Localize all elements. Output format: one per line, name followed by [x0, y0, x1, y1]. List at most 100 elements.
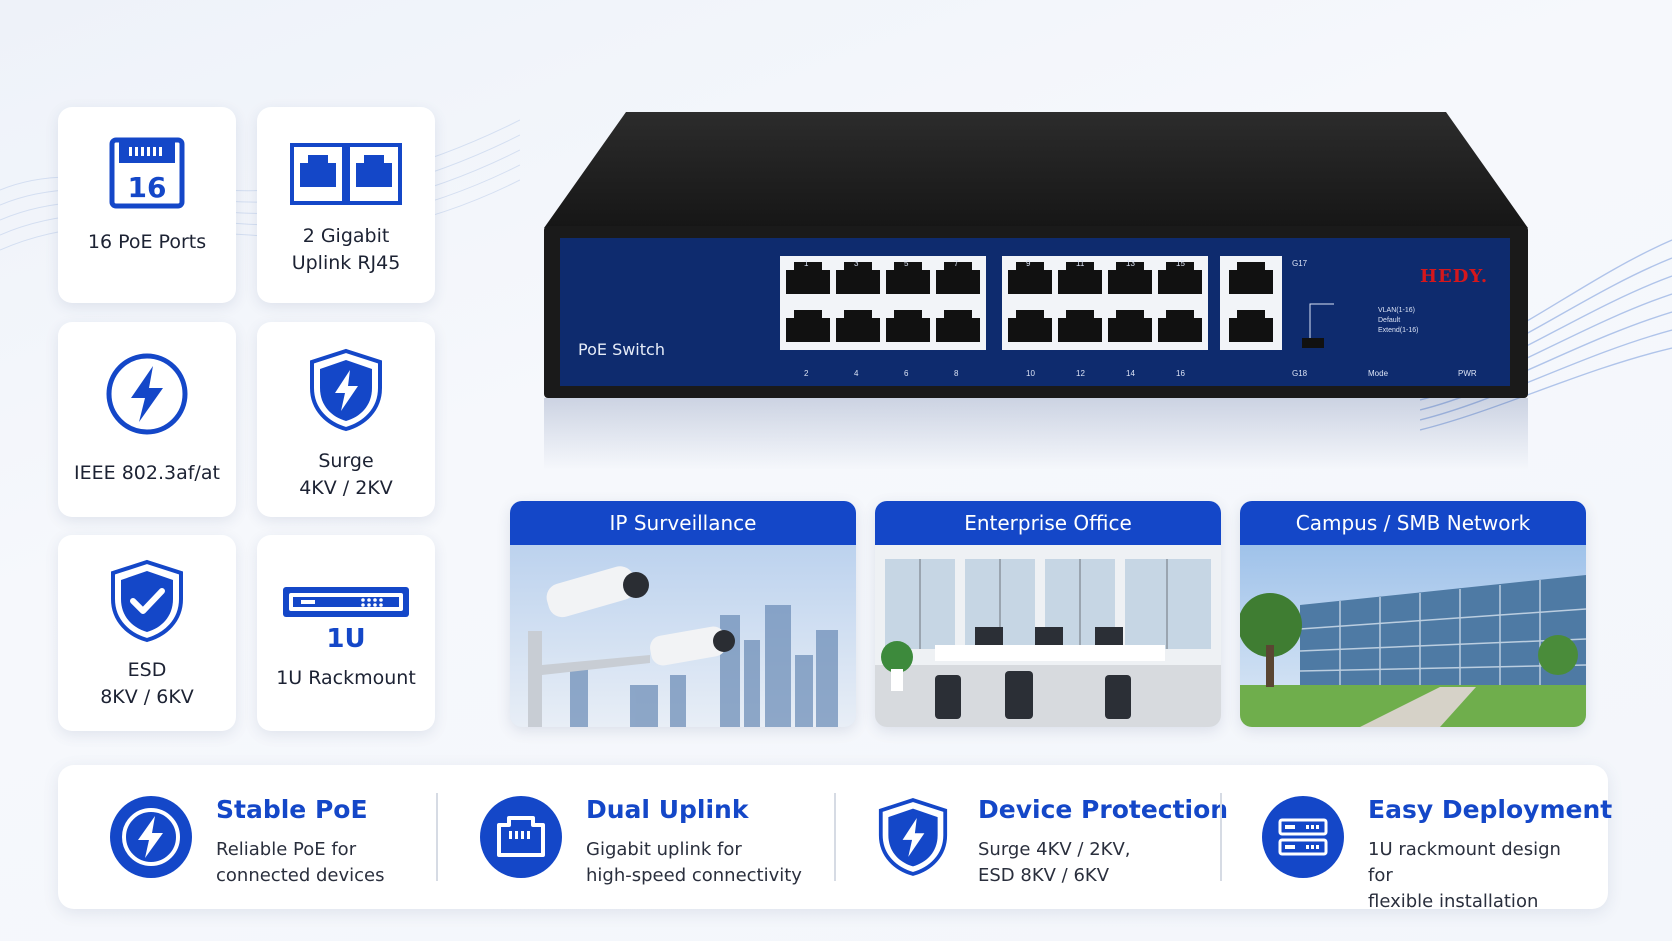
lightning-circle-icon	[106, 353, 188, 435]
port-numbers-bottom: 2 4 6 8 10 12 14 16	[540, 369, 1532, 381]
divider	[834, 793, 836, 881]
application-card-campus: Campus / SMB Network	[1240, 501, 1586, 727]
rj45-port	[1008, 262, 1052, 294]
port-number: 8	[954, 369, 959, 378]
rj45-port	[1158, 262, 1202, 294]
port-number: 10	[1026, 369, 1035, 378]
rj45-port-icon: 16	[109, 137, 185, 209]
application-card-office: Enterprise Office	[875, 501, 1221, 727]
open-office-photo	[875, 545, 1221, 727]
tile-esd: ESD 8KV / 6KV	[58, 535, 236, 731]
mode-option: Extend(1-16)	[1378, 327, 1419, 334]
rj45-port	[1058, 262, 1102, 294]
port-number: 12	[1076, 369, 1085, 378]
rj45-port	[886, 262, 930, 294]
port-block	[780, 256, 1334, 350]
port-number: 11	[1076, 259, 1085, 268]
shield-check-icon	[111, 559, 183, 643]
feature-title: Dual Uplink	[586, 795, 749, 824]
port-number: 2	[804, 369, 809, 378]
application-title: Campus / SMB Network	[1240, 501, 1586, 545]
feature-icon-badge	[480, 796, 562, 878]
mode-button[interactable]	[1302, 338, 1324, 348]
tile-gigabit-uplink: 2 Gigabit Uplink RJ45	[257, 107, 435, 303]
feature-icon-badge	[872, 796, 954, 878]
divider	[436, 793, 438, 881]
uplink-port	[1229, 310, 1273, 342]
tile-poe-ports: 16 16 PoE Ports	[58, 107, 236, 303]
rj45-port	[1058, 310, 1102, 342]
feature-title: Easy Deployment	[1368, 795, 1613, 824]
dual-rj45-icon	[290, 143, 402, 205]
mode-options: VLAN(1-16) Default Extend(1-16)	[1378, 306, 1418, 336]
port-number: 9	[1026, 259, 1031, 268]
uplink-label-bottom: G18	[1292, 369, 1308, 378]
port-number: 4	[854, 369, 859, 378]
tile-label: 16 PoE Ports	[87, 231, 207, 253]
rj45-port	[1158, 310, 1202, 342]
tile-label: Surge 4KV / 2KV	[299, 450, 393, 499]
uplink-port	[1229, 262, 1273, 294]
switch-illustration	[544, 112, 1528, 470]
tile-label: ESD 8KV / 6KV	[100, 659, 194, 708]
port-number: 7	[954, 259, 959, 268]
rack-server-icon	[1278, 818, 1328, 856]
shield-lightning-icon	[310, 348, 382, 432]
tile-label: 1U Rackmount	[276, 667, 416, 689]
application-title: Enterprise Office	[875, 501, 1221, 545]
feature-title: Device Protection	[978, 795, 1229, 824]
port-number: 14	[1126, 369, 1135, 378]
tile-rackmount: 1U 1U Rackmount	[257, 535, 435, 731]
divider	[1220, 793, 1222, 881]
feature-icon-badge	[110, 796, 192, 878]
feature-icon-badge	[1262, 796, 1344, 878]
mode-button-label: Mode	[1368, 369, 1389, 378]
brand-logo: HEDY.	[1420, 266, 1489, 287]
power-led-label: PWR	[1458, 369, 1477, 378]
port-number: 1	[804, 259, 809, 268]
port-number: 3	[854, 259, 859, 268]
rack-unit-badge: 1U	[326, 624, 365, 651]
uplink-label-top: G17	[1292, 259, 1308, 268]
feature-description: Surge 4KV / 2KV, ESD 8KV / 6KV	[978, 839, 1131, 886]
mode-option: Default	[1378, 317, 1401, 324]
feature-description: 1U rackmount design for flexible install…	[1368, 839, 1561, 912]
application-card-surveillance: IP Surveillance	[510, 501, 856, 727]
rj45-port	[786, 262, 830, 294]
tile-surge: Surge 4KV / 2KV	[257, 322, 435, 517]
rj45-port	[1108, 262, 1152, 294]
tile-label: 2 Gigabit Uplink RJ45	[291, 225, 401, 274]
mode-option: VLAN(1-16)	[1378, 307, 1415, 314]
feature-description: Reliable PoE for connected devices	[216, 839, 385, 886]
port-number: 15	[1176, 259, 1185, 268]
rj45-port	[1108, 310, 1152, 342]
tile-ieee-standard: IEEE 802.3af/at	[58, 322, 236, 517]
tile-label: IEEE 802.3af/at	[74, 462, 220, 484]
application-title: IP Surveillance	[510, 501, 856, 545]
rack-unit-icon: 1U	[283, 587, 409, 651]
shield-lightning-icon	[878, 798, 948, 876]
port-number: 16	[1176, 369, 1185, 378]
cctv-cameras-city-photo	[510, 545, 856, 727]
port-number: 13	[1126, 259, 1135, 268]
port-number: 5	[904, 259, 909, 268]
panel-label: PoE Switch	[578, 340, 665, 359]
rj45-port	[886, 310, 930, 342]
ethernet-port-icon	[497, 816, 545, 857]
glass-building-campus-photo	[1240, 545, 1586, 727]
rj45-port	[836, 310, 880, 342]
benefits-bar: Stable PoE Reliable PoE for connected de…	[58, 765, 1612, 912]
feature-description: Gigabit uplink for high-speed connectivi…	[586, 839, 802, 886]
ports-count-badge: 16	[128, 171, 167, 204]
mode-indicator-line	[1309, 303, 1334, 338]
port-number: 6	[904, 369, 909, 378]
rj45-port	[1008, 310, 1052, 342]
feature-title: Stable PoE	[216, 795, 368, 824]
rj45-port	[836, 262, 880, 294]
rj45-port	[786, 310, 830, 342]
lightning-icon	[122, 808, 180, 866]
rj45-port	[936, 262, 980, 294]
rj45-port	[936, 310, 980, 342]
